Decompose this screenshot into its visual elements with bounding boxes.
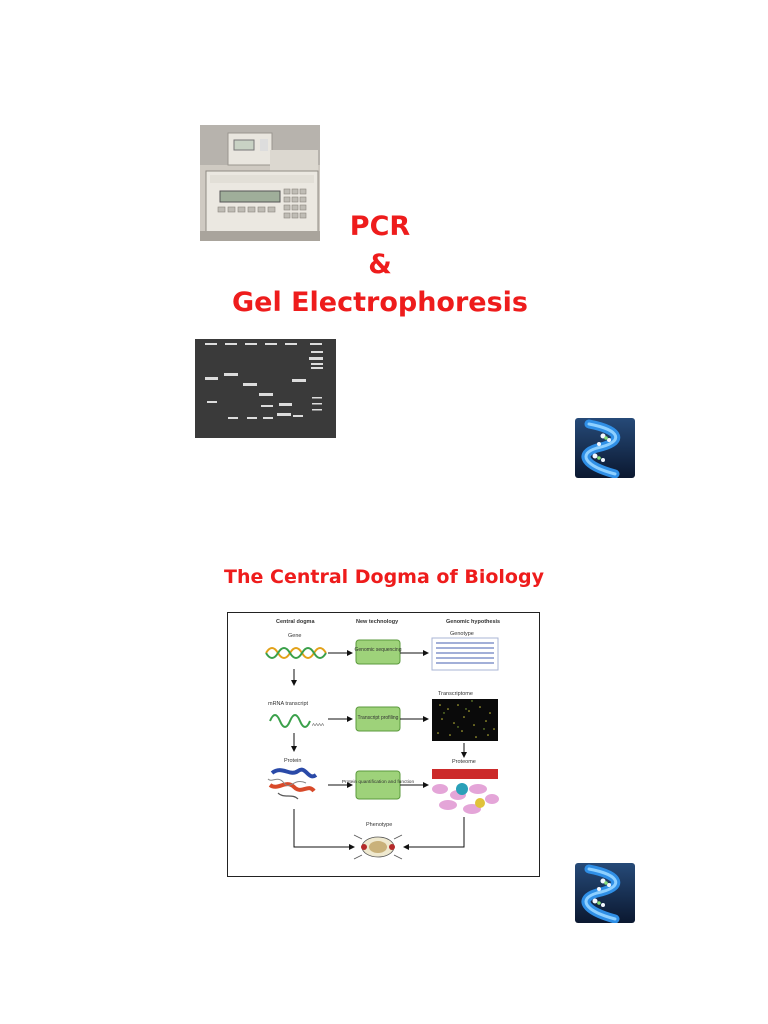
protein-label: Protein [284,758,301,764]
microarray-image [432,699,498,741]
phenotype-label: Phenotype [366,822,392,828]
poly-a-label: AAAA [312,722,324,727]
title-line-gel: Gel Electrophoresis [231,287,529,318]
title-line-pcr: PCR [349,211,411,242]
thermocycler-photo [200,125,320,241]
proteome-label: Proteome [452,759,476,765]
col-header-tech: New technology [356,619,399,625]
col-header-genomic: Genomic hypothesis [446,619,500,625]
genotype-label: Genotype [450,631,474,637]
dna-helix-icon [575,863,635,924]
box-transcript-profiling: Transcript profiling [358,715,399,721]
dna-double-helix [265,647,327,659]
protein-structure [267,767,318,800]
gene-label: Gene [288,633,301,639]
box-genomic-sequencing: Genomic sequencing [355,647,402,653]
mrna-label: mRNA transcript [268,701,309,707]
fly-image [353,834,403,860]
box-protein-quantification: Protein quantification and function [342,779,415,785]
mrna-strand [269,714,311,728]
transcriptome-label: Transcriptome [438,691,473,697]
central-dogma-title: The Central Dogma of Biology [224,566,544,588]
central-dogma-diagram: Central dogma New technology Genomic hyp… [227,612,540,877]
proteome-image [432,769,499,814]
dna-helix-icon [575,418,635,479]
title-line-ampersand: & [368,249,392,280]
gel-photo [195,339,336,438]
col-header-central: Central dogma [276,619,315,625]
pcr-title: PCR & Gel Electrophoresis [220,208,540,322]
